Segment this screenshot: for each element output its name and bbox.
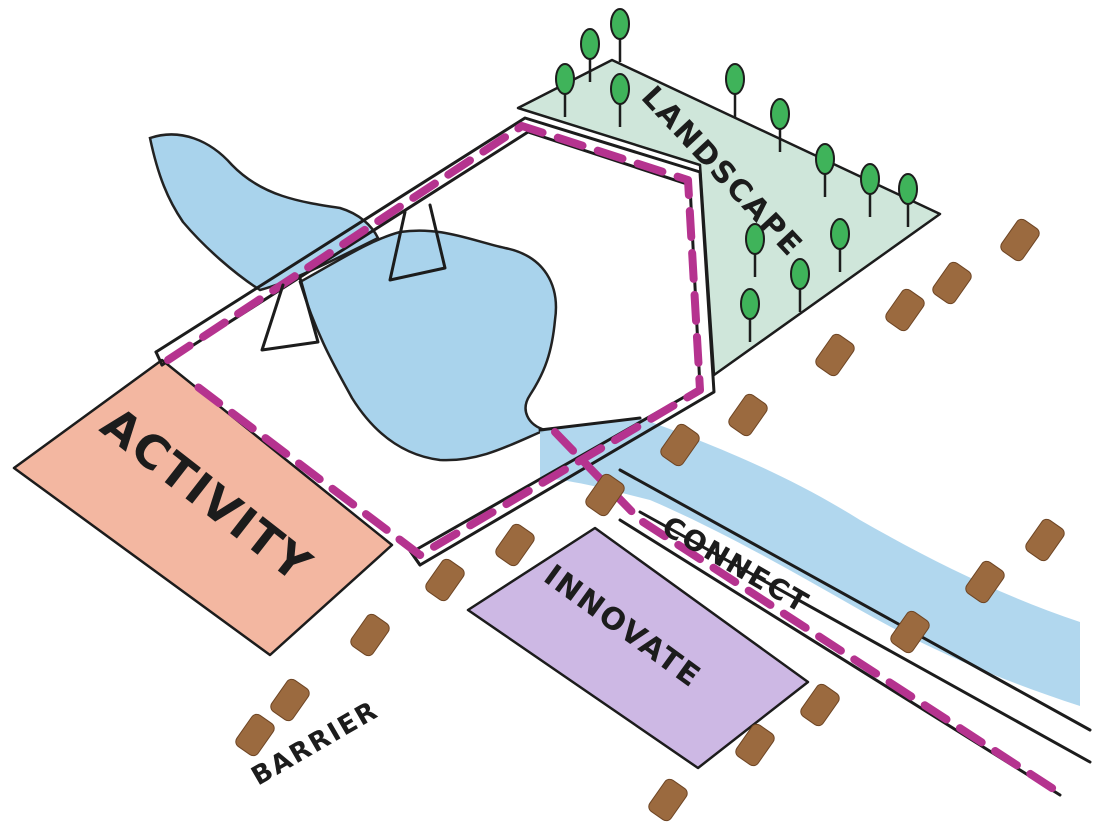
barrier-post-icon [423, 557, 466, 603]
activity-block: ACTIVITY [14, 360, 392, 655]
tree-icon [726, 64, 744, 117]
barrier-post-icon [813, 332, 856, 378]
barrier-post-icon [1023, 517, 1066, 563]
barrier-post-icon [233, 712, 276, 758]
barrier-post-icon [726, 392, 769, 438]
barrier-post-icon [348, 612, 391, 658]
river-pool [300, 231, 556, 461]
barrier-post-icon [998, 217, 1041, 263]
barrier-post-icon [646, 777, 689, 823]
landscape-area [518, 60, 940, 375]
landscape-block: LANDSCAPE [518, 60, 940, 375]
barrier-post-icon [493, 522, 536, 568]
barrier-label: BARRIER [247, 695, 384, 792]
barrier-post-icon [930, 260, 973, 306]
barrier-post-icon [883, 287, 926, 333]
barrier-post-icon [798, 682, 841, 728]
barrier-post-icon [268, 677, 311, 723]
tree-icon [611, 9, 629, 62]
